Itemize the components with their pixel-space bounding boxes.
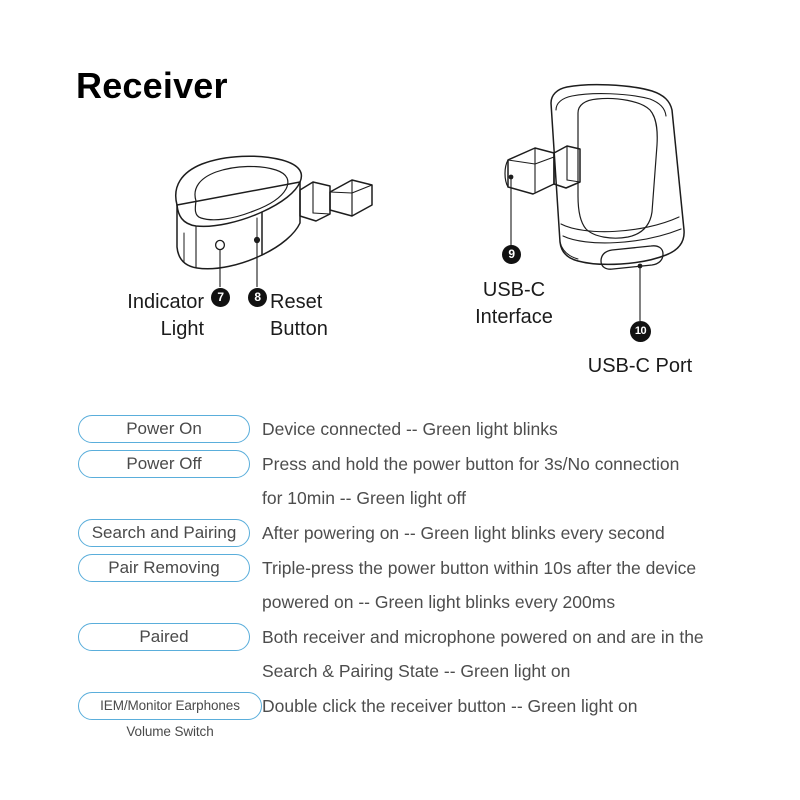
- page-title: Receiver: [76, 65, 228, 106]
- table-row: Power On Device connected -- Green light…: [0, 412, 800, 446]
- pill-cell: Power On: [0, 412, 262, 443]
- table-row: Power Off Press and hold the power butto…: [0, 447, 800, 515]
- description-cell: Triple-press the power button within 10s…: [262, 551, 800, 619]
- callout-label-reset-button: Reset Button: [270, 291, 328, 340]
- callout-badge-10: 10: [630, 321, 651, 342]
- callout-label-indicator-light: Indicator Light: [127, 291, 204, 340]
- description-line: for 10min -- Green light off: [262, 488, 466, 508]
- state-pill-power-off[interactable]: Power Off: [78, 450, 250, 478]
- description-line: Device connected -- Green light blinks: [262, 419, 558, 439]
- status-indicator-table: Power On Device connected -- Green light…: [0, 412, 800, 739]
- pill-cell: Power Off: [0, 447, 262, 478]
- right-receiver-drawing: [504, 83, 685, 270]
- description-line: Triple-press the power button within 10s…: [262, 558, 697, 578]
- callout-label-usb-c-port: USB-C Port: [587, 355, 693, 377]
- description-cell: Press and hold the power button for 3s/N…: [262, 447, 800, 515]
- left-receiver-drawing: [175, 155, 373, 270]
- state-pill-power-on[interactable]: Power On: [78, 415, 250, 443]
- illustration-svg: [175, 83, 685, 321]
- product-illustration: [175, 83, 685, 321]
- description-cell: Device connected -- Green light blinks: [262, 412, 800, 446]
- right-leader-lines: [510, 177, 641, 321]
- pill-cell: Pair Removing: [0, 551, 262, 582]
- left-leader-lines: [219, 243, 258, 287]
- callout-badge-9: 9: [502, 245, 521, 264]
- description-line: Both receiver and microphone powered on …: [262, 627, 704, 647]
- state-pill-paired[interactable]: Paired: [78, 623, 250, 651]
- state-pill-pair-removing[interactable]: Pair Removing: [78, 554, 250, 582]
- description-line: Double click the receiver button -- Gree…: [262, 696, 638, 716]
- callout-label-usb-c-interface: USB-C Interface: [475, 279, 553, 328]
- description-line: Search & Pairing State -- Green light on: [262, 661, 571, 681]
- description-line: Press and hold the power button for 3s/N…: [262, 454, 680, 474]
- pill-cell: IEM/Monitor Earphones Volume Switch: [0, 689, 262, 739]
- callout-badge-8: 8: [248, 288, 267, 307]
- description-cell: After powering on -- Green light blinks …: [262, 516, 800, 550]
- table-row: Pair Removing Triple-press the power but…: [0, 551, 800, 619]
- description-line: powered on -- Green light blinks every 2…: [262, 592, 616, 612]
- state-pill-search-and-pairing[interactable]: Search and Pairing: [78, 519, 250, 547]
- pill-cell: Search and Pairing: [0, 516, 262, 547]
- usb-c-port-anchor-dot: [637, 263, 643, 269]
- pill-cell: Paired: [0, 620, 262, 651]
- description-line: After powering on -- Green light blinks …: [262, 523, 665, 543]
- usb-c-interface-anchor-dot: [508, 174, 514, 180]
- description-cell: Double click the receiver button -- Gree…: [262, 689, 800, 723]
- state-pill-iem-monitor-earphones-volume-switch[interactable]: IEM/Monitor Earphones Volume Switch: [78, 692, 262, 739]
- table-row: Paired Both receiver and microphone powe…: [0, 620, 800, 688]
- description-cell: Both receiver and microphone powered on …: [262, 620, 800, 688]
- callout-badge-7: 7: [211, 288, 230, 307]
- table-row: IEM/Monitor Earphones Volume Switch Doub…: [0, 689, 800, 739]
- table-row: Search and Pairing After powering on -- …: [0, 516, 800, 550]
